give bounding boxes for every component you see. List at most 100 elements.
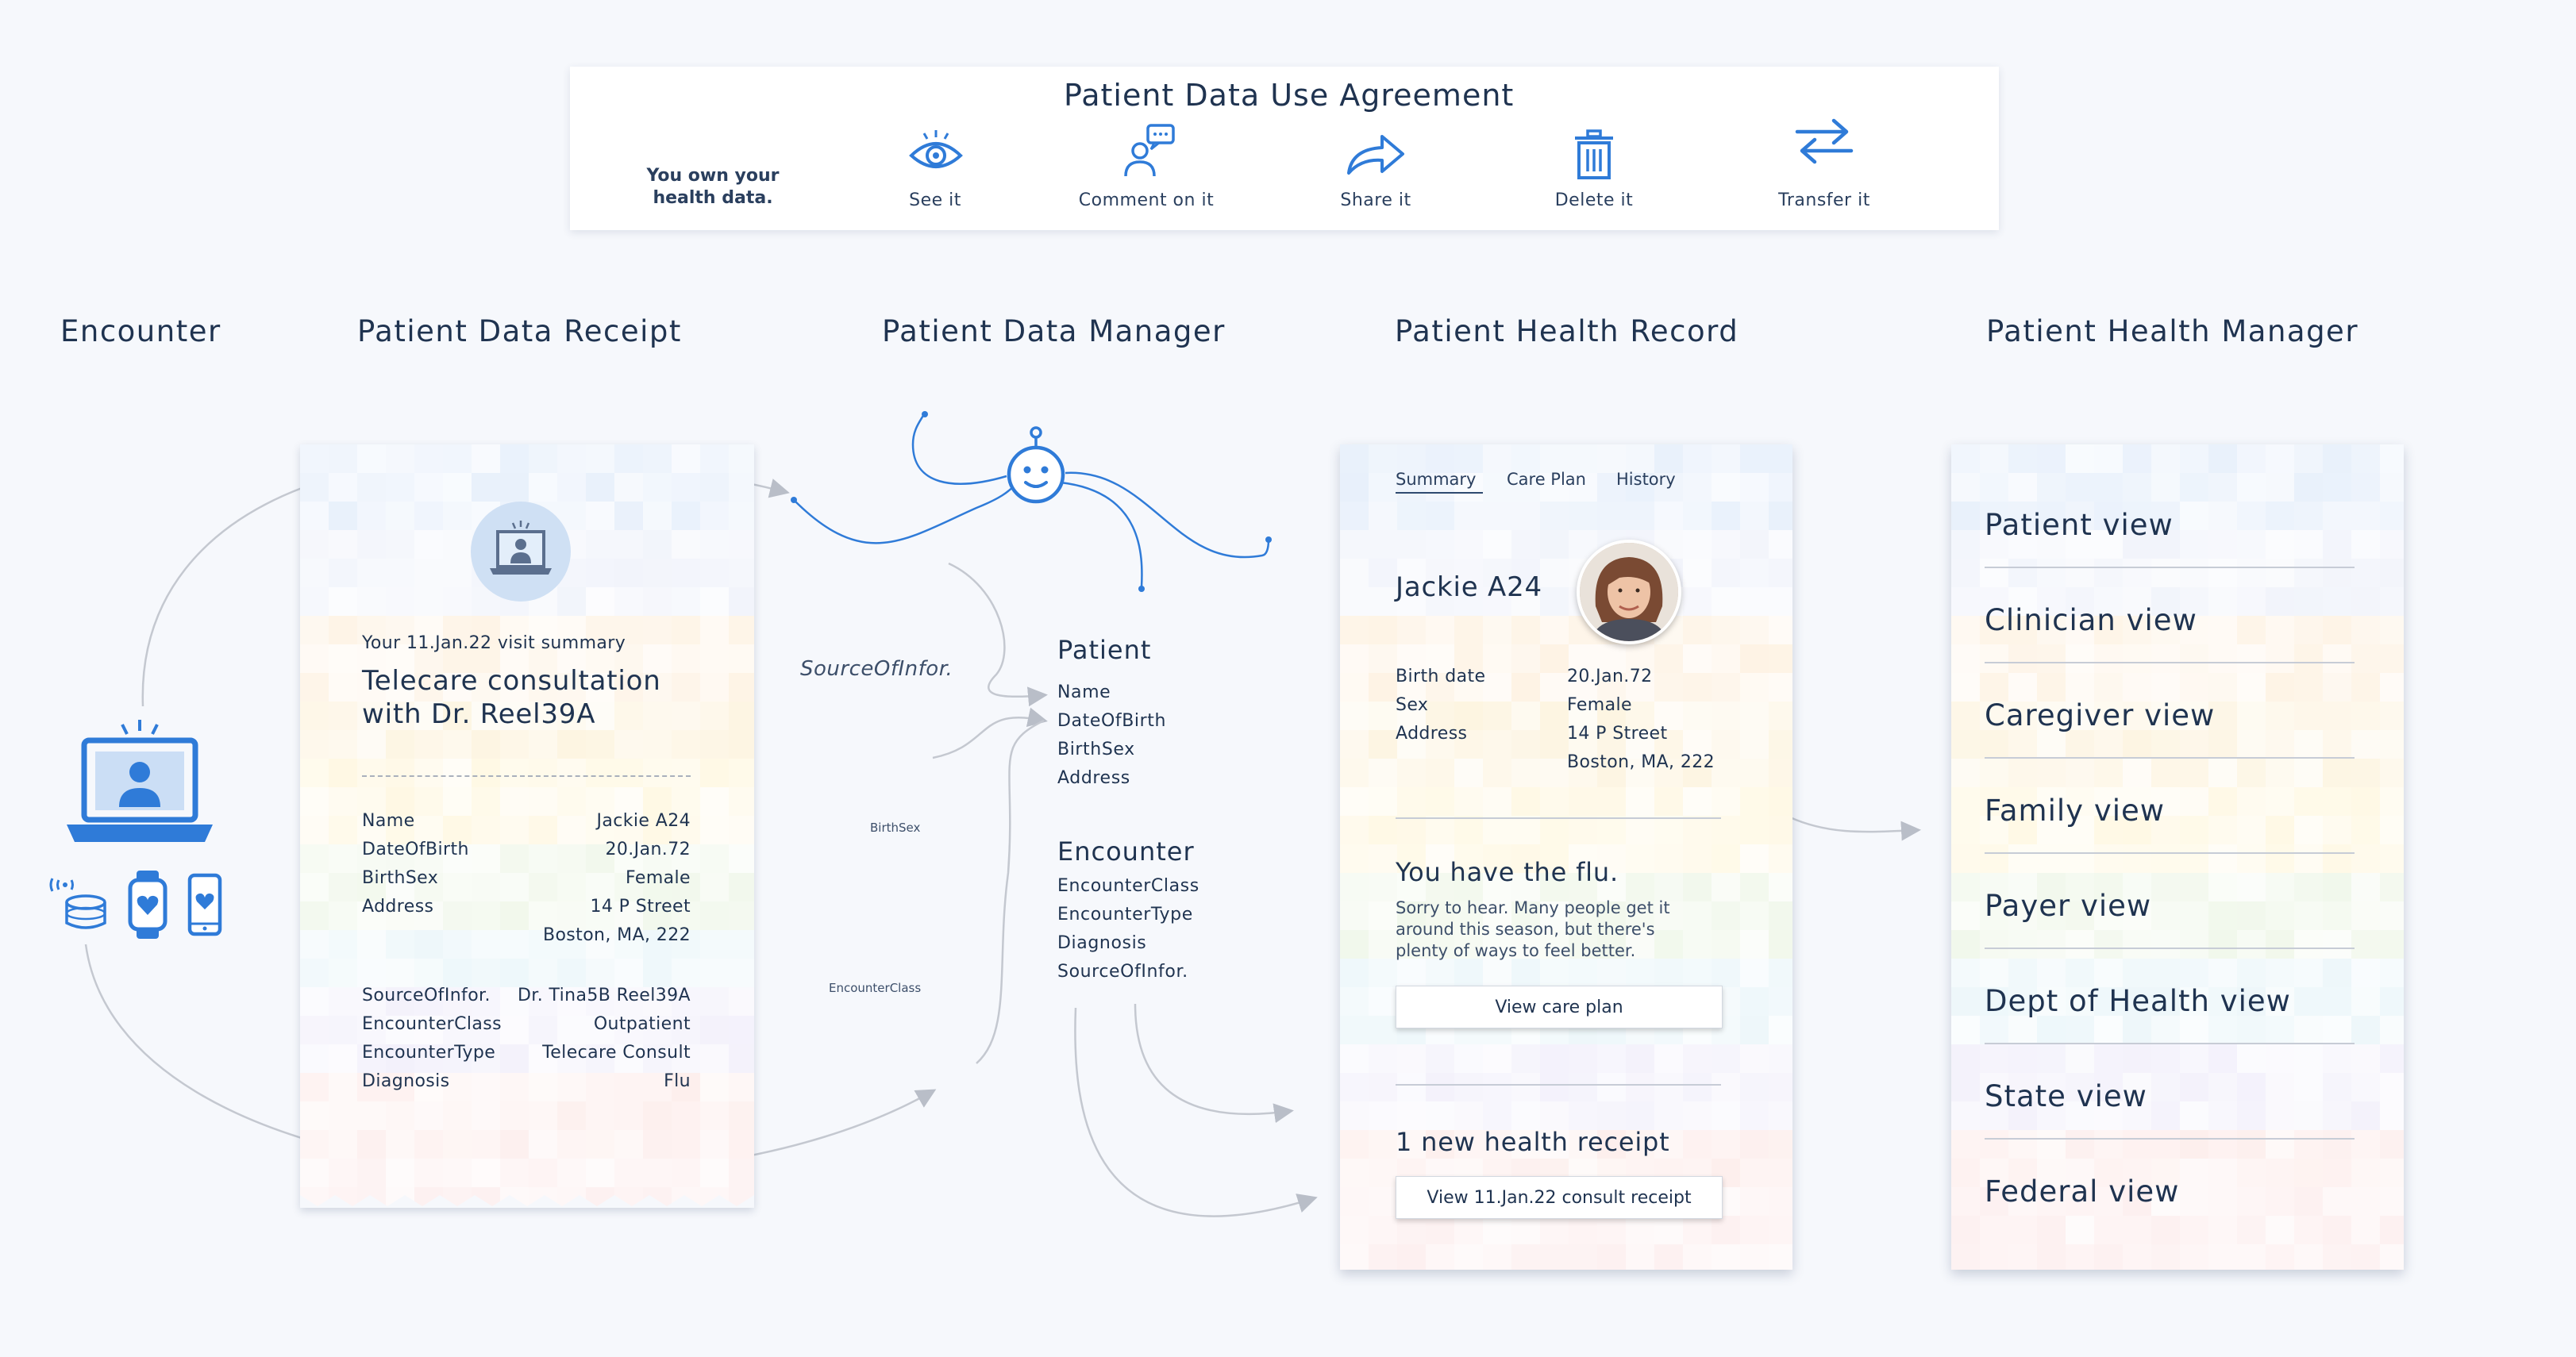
manager-patient-field: BirthSex: [1057, 740, 1135, 759]
visit-summary-date: Your 11.Jan.22 visit summary: [362, 633, 626, 653]
record-field-value: 20.Jan.72: [1567, 667, 1653, 686]
view-item[interactable]: Caregiver view: [1985, 698, 2370, 762]
record-column-title: Patient Health Record: [1395, 314, 1739, 348]
comment-on-it-action[interactable]: Comment on it: [1059, 122, 1234, 217]
view-divider: [1985, 757, 2355, 759]
view-label: Caregiver view: [1985, 698, 2216, 732]
receipt-field-key: Name: [362, 811, 415, 831]
transfer-arrows-icon: [1795, 118, 1854, 164]
view-item[interactable]: State view: [1985, 1079, 2370, 1143]
health-manager-column-title: Patient Health Manager: [1986, 314, 2359, 348]
record-field-key: Birth date: [1396, 667, 1486, 686]
record-divider: [1396, 817, 1721, 819]
view-item[interactable]: Clinician view: [1985, 603, 2370, 667]
view-item[interactable]: Payer view: [1985, 889, 2370, 952]
tab-care-plan[interactable]: Care Plan: [1507, 470, 1586, 489]
record-field-value: 14 P Street: [1567, 724, 1668, 744]
view-divider: [1985, 948, 2355, 949]
view-label: State view: [1985, 1079, 2147, 1113]
flow-label-source: SourceOfInfor.: [800, 657, 953, 681]
smartwatch-icon: [128, 871, 167, 939]
manager-encounter-field: EncounterType: [1057, 905, 1193, 925]
view-label: Family view: [1985, 794, 2166, 828]
manager-encounter-title: Encounter: [1057, 836, 1195, 867]
patient-data-receipt: Your 11.Jan.22 visit summary Telecare co…: [300, 444, 754, 1208]
ownership-statement: You own your health data.: [646, 166, 780, 208]
tab-history[interactable]: History: [1616, 470, 1676, 489]
tab-summary[interactable]: Summary: [1396, 470, 1477, 489]
view-divider: [1985, 662, 2355, 663]
view-divider: [1985, 852, 2355, 854]
record-field-key: Sex: [1396, 695, 1429, 715]
receipt-column-title: Patient Data Receipt: [357, 314, 682, 348]
patient-health-record: Summary Care Plan History Jackie A24 Bir…: [1340, 444, 1792, 1270]
person-comment-icon: [1124, 124, 1175, 177]
delete-it-action[interactable]: Delete it: [1531, 122, 1658, 217]
view-divider: [1985, 567, 2355, 568]
receipt-field-value: Jackie A24: [596, 811, 691, 831]
manager-patient-field: Name: [1057, 682, 1111, 702]
see-it-action[interactable]: See it: [880, 122, 991, 217]
view-label: Clinician view: [1985, 603, 2197, 637]
receipt-field-value: Outpatient: [593, 1014, 691, 1034]
receipt-field-key: BirthSex: [362, 868, 439, 888]
view-consult-receipt-button[interactable]: View 11.Jan.22 consult receipt: [1396, 1176, 1723, 1219]
transfer-it-label: Transfer it: [1778, 190, 1870, 210]
eye-icon: [909, 130, 963, 168]
manager-encounter-field: EncounterClass: [1057, 876, 1199, 896]
share-it-action[interactable]: Share it: [1312, 122, 1439, 217]
view-item[interactable]: Dept of Health view: [1985, 984, 2370, 1048]
view-item[interactable]: Family view: [1985, 794, 2370, 857]
data-use-agreement-banner: Patient Data Use Agreement You own your …: [570, 67, 1999, 230]
record-field-value: Boston, MA, 222: [1567, 752, 1715, 772]
patient-photo: [1580, 543, 1678, 641]
view-care-plan-button[interactable]: View care plan: [1396, 986, 1723, 1028]
record-mosaic-background: [1340, 444, 1792, 1270]
receipt-torn-edge: [300, 1195, 754, 1208]
flow-label-birthsex: BirthSex: [870, 821, 921, 835]
record-field-value: Female: [1567, 695, 1632, 715]
diagnosis-body-line: around this season, but there's: [1396, 920, 1655, 939]
receipt-avatar: [471, 502, 571, 602]
share-arrow-icon: [1347, 135, 1404, 175]
data-manager-robot-icon: [1007, 426, 1065, 504]
active-tab-underline: [1396, 492, 1483, 494]
delete-it-label: Delete it: [1554, 190, 1634, 210]
receipt-mosaic-background: [300, 444, 754, 1208]
receipt-field-value: Dr. Tina5B Reel39A: [517, 986, 691, 1005]
view-label: Dept of Health view: [1985, 984, 2291, 1018]
diagnosis-title: You have the flu.: [1396, 857, 1619, 887]
see-it-label: See it: [909, 190, 961, 210]
manager-patient-title: Patient: [1057, 635, 1152, 665]
record-patient-name: Jackie A24: [1396, 571, 1542, 603]
view-label: Patient view: [1985, 508, 2174, 542]
manager-patient-field: DateOfBirth: [1057, 711, 1167, 731]
manager-encounter-field: Diagnosis: [1057, 933, 1147, 953]
receipt-field-value: Female: [626, 868, 691, 888]
comment-on-it-label: Comment on it: [1078, 190, 1215, 210]
view-item[interactable]: Federal view: [1985, 1174, 2370, 1238]
manager-patient-field: Address: [1057, 768, 1130, 788]
transfer-it-action[interactable]: Transfer it: [1753, 114, 1896, 217]
visit-title-line1: Telecare consultation: [362, 665, 661, 697]
view-divider: [1985, 1138, 2355, 1140]
receipt-field-key: EncounterClass: [362, 1014, 502, 1034]
manager-encounter-field: SourceOfInfor.: [1057, 962, 1188, 982]
trash-icon: [1575, 129, 1613, 179]
receipt-field-value: Flu: [664, 1071, 691, 1091]
diagnosis-body-line: Sorry to hear. Many people get it: [1396, 898, 1670, 917]
record-field-key: Address: [1396, 724, 1468, 744]
doctor-laptop-icon: [490, 521, 552, 575]
smart-speaker-icon: [49, 878, 106, 929]
patient-avatar: [1577, 540, 1681, 644]
receipt-field-key: SourceOfInfor.: [362, 986, 491, 1005]
visit-title-line2: with Dr. Reel39A: [362, 698, 596, 730]
share-it-label: Share it: [1340, 190, 1411, 210]
smartphone-icon: [187, 873, 222, 936]
receipt-dashed-divider: [362, 775, 691, 777]
manager-column-title: Patient Data Manager: [882, 314, 1226, 348]
receipt-field-key: EncounterType: [362, 1043, 496, 1063]
view-item[interactable]: Patient view: [1985, 508, 2370, 571]
receipt-field-key: Diagnosis: [362, 1071, 450, 1091]
